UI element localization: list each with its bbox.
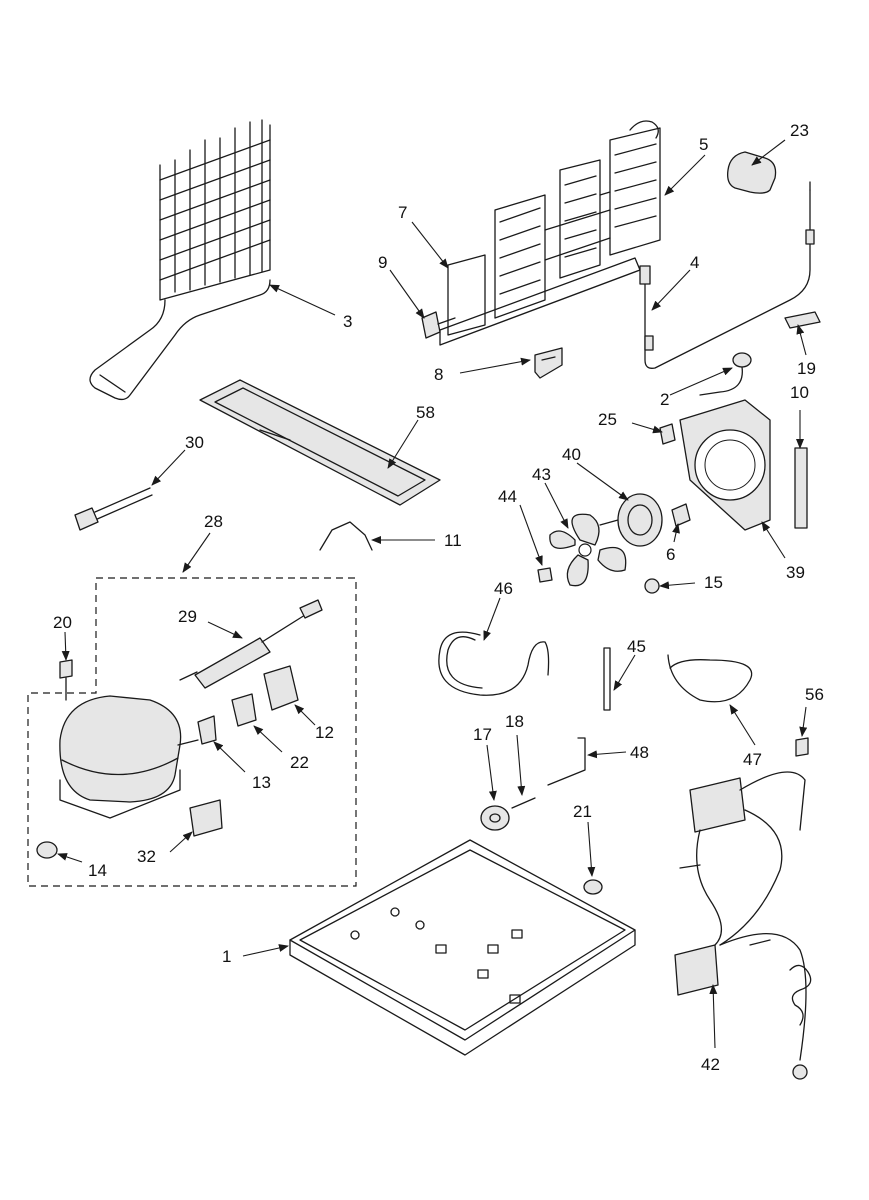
screw-25 bbox=[659, 423, 676, 445]
callout-58: 58 bbox=[416, 403, 435, 422]
callout-32: 32 bbox=[137, 847, 156, 866]
thermostat-2 bbox=[699, 352, 752, 396]
screw-6 bbox=[671, 503, 691, 527]
wiring-harness-42 bbox=[674, 771, 812, 1080]
callout-25: 25 bbox=[598, 410, 617, 429]
overload-22 bbox=[231, 693, 257, 727]
callout-8: 8 bbox=[434, 365, 443, 384]
callout-45: 45 bbox=[627, 637, 646, 656]
callout-20: 20 bbox=[53, 613, 72, 632]
callout-39: 39 bbox=[786, 563, 805, 582]
strip-10 bbox=[794, 447, 808, 529]
callout-6: 6 bbox=[666, 545, 675, 564]
callout-19: 19 bbox=[797, 359, 816, 378]
compressor bbox=[59, 695, 199, 819]
callout-43: 43 bbox=[532, 465, 551, 484]
callout-15: 15 bbox=[704, 573, 723, 592]
wheel-17 bbox=[480, 805, 510, 831]
kit-outline-28 bbox=[27, 577, 357, 887]
callout-14: 14 bbox=[88, 861, 107, 880]
drier-29 bbox=[179, 599, 323, 689]
clip-11 bbox=[319, 521, 373, 551]
callout-12: 12 bbox=[315, 723, 334, 742]
callout-13: 13 bbox=[252, 773, 271, 792]
callout-18: 18 bbox=[505, 712, 524, 731]
callout-22: 22 bbox=[290, 753, 309, 772]
callout-1: 1 bbox=[222, 947, 231, 966]
fan-motor-40 bbox=[599, 493, 663, 547]
callout-17: 17 bbox=[473, 725, 492, 744]
callout-46: 46 bbox=[494, 579, 513, 598]
callout-44: 44 bbox=[498, 487, 517, 506]
fan-shroud-39 bbox=[679, 399, 771, 531]
nut-21 bbox=[583, 879, 603, 895]
callout-5: 5 bbox=[699, 135, 708, 154]
callout-4: 4 bbox=[690, 253, 699, 272]
defrost-wire-4 bbox=[639, 181, 815, 369]
callout-21: 21 bbox=[573, 802, 592, 821]
drain-pan-58 bbox=[199, 379, 441, 506]
callout-10: 10 bbox=[790, 383, 809, 402]
callout-11: 11 bbox=[444, 531, 462, 550]
bolt-20 bbox=[59, 659, 73, 701]
callout-23: 23 bbox=[790, 121, 809, 140]
relay-12 bbox=[263, 665, 299, 711]
rod-48 bbox=[547, 737, 586, 786]
callout-9: 9 bbox=[378, 253, 387, 272]
callout-56: 56 bbox=[805, 685, 824, 704]
callout-47: 47 bbox=[743, 750, 762, 769]
callout-48: 48 bbox=[630, 743, 649, 762]
clip-19 bbox=[784, 311, 821, 329]
callout-7: 7 bbox=[398, 203, 407, 222]
axle-18 bbox=[511, 797, 536, 809]
wire-47 bbox=[667, 654, 753, 703]
cover-23 bbox=[727, 151, 777, 194]
evaporator-assembly bbox=[439, 120, 661, 346]
heater-30 bbox=[74, 487, 153, 531]
nut-15 bbox=[644, 578, 660, 594]
callout-3: 3 bbox=[343, 312, 352, 331]
grommet-14 bbox=[36, 841, 58, 859]
clip-8 bbox=[534, 347, 563, 379]
clip-44 bbox=[537, 567, 553, 583]
tube-46-inner bbox=[446, 636, 483, 689]
capacitor-32 bbox=[189, 799, 223, 837]
callout-29: 29 bbox=[178, 607, 197, 626]
screw-56 bbox=[795, 737, 809, 757]
callout-2: 2 bbox=[660, 390, 669, 409]
tube-46 bbox=[438, 631, 550, 696]
callout-40: 40 bbox=[562, 445, 581, 464]
fan-blade-43 bbox=[549, 513, 627, 587]
screw-9 bbox=[421, 311, 456, 339]
base-frame-1 bbox=[289, 839, 636, 1056]
condenser-coil bbox=[89, 119, 271, 401]
callout-30: 30 bbox=[185, 433, 204, 452]
callout-42: 42 bbox=[701, 1055, 720, 1074]
connector-13 bbox=[197, 715, 217, 745]
pin-45 bbox=[603, 647, 611, 711]
callout-28: 28 bbox=[204, 512, 223, 531]
